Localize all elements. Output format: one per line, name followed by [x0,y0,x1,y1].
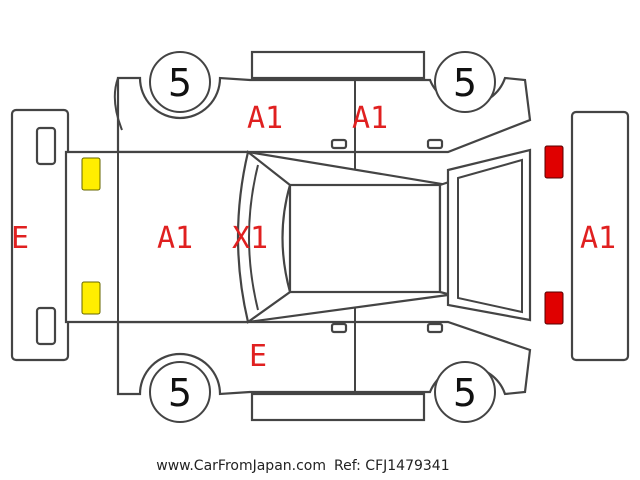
left-rear-handle [426,138,444,150]
rear-hatch [446,148,532,322]
front-bumper-right-slot [35,306,57,346]
left-front-handle [330,138,348,150]
mark-left-front-door: A1 [247,101,283,136]
footer: www.CarFromJapan.com Ref: CFJ1479341 [156,458,449,474]
tire-front-left-label: 5 [168,61,192,105]
mark-left-rear-door: A1 [352,101,388,136]
mark-right-front-door: E [249,339,267,374]
footer-website: www.CarFromJapan.com [156,458,326,474]
rear-bumper [570,110,630,362]
left-taillight [544,145,564,179]
right-side-rocker [250,392,426,422]
windshield [236,150,292,324]
mark-hood: A1 [157,221,193,256]
mark-front-bumper: E [11,221,29,256]
left-side-body [113,50,532,185]
footer-ref: Ref: CFJ1479341 [334,458,450,474]
left-headlight [81,157,101,191]
right-headlight [81,281,101,315]
left-side-rocker [250,50,426,80]
right-front-handle [330,322,348,334]
right-taillight [544,291,564,325]
tire-rear-left-label: 5 [453,61,477,105]
right-side-body [116,295,532,422]
mark-windshield: X1 [232,221,268,256]
roof [288,183,442,294]
tire-rear-left: 5 [434,51,496,113]
tire-front-right: 5 [149,361,211,423]
tire-rear-right-label: 5 [453,371,477,415]
tire-front-right-label: 5 [168,371,192,415]
tire-rear-right: 5 [434,361,496,423]
right-rear-handle [426,322,444,334]
car-top-view [64,145,564,325]
mark-rear-bumper: A1 [580,221,616,256]
front-bumper-left-slot [35,126,57,166]
tire-front-left: 5 [149,51,211,113]
